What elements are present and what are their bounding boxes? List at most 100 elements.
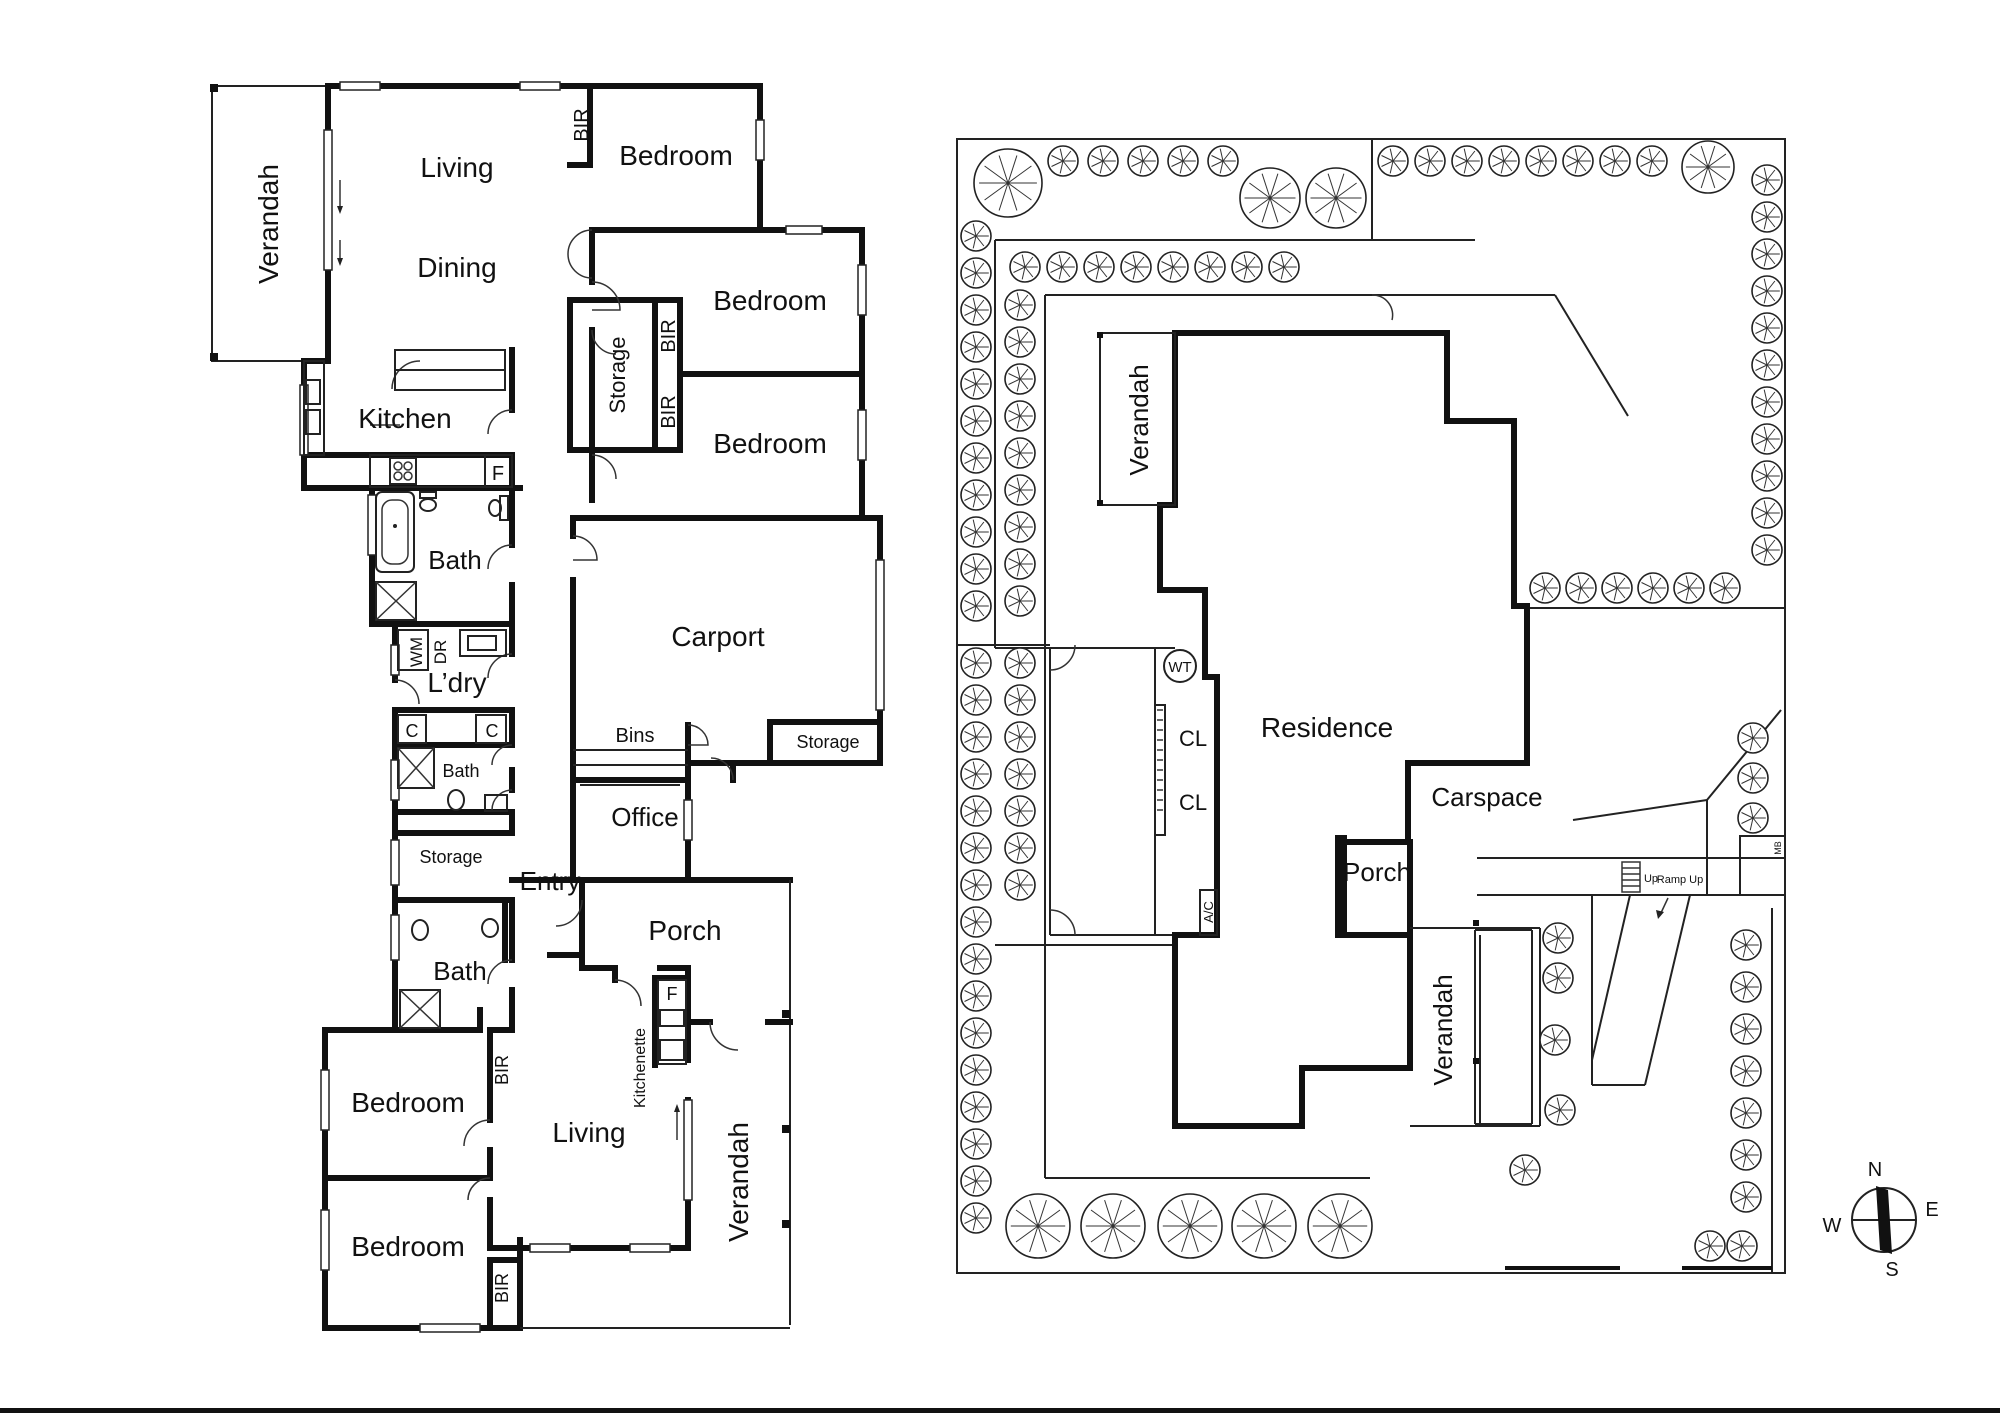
tree-icon <box>1562 145 1594 177</box>
tree-icon <box>1544 1094 1576 1126</box>
room-label-storage: Storage <box>796 732 859 752</box>
tree-icon <box>1737 722 1769 754</box>
room-label-storage: Storage <box>419 847 482 867</box>
tree-icon <box>973 148 1043 218</box>
tree-icon <box>1751 275 1783 307</box>
tree-icon <box>1087 145 1119 177</box>
room-label-dining: Dining <box>417 252 496 283</box>
site-labels: Verandah Residence WT CL CL A/C Carspace… <box>1124 364 1783 1085</box>
site-label-up: Up <box>1644 873 1658 885</box>
site-label-verandah: Verandah <box>1124 364 1154 475</box>
tree-icon <box>1751 497 1783 529</box>
verandah-bottom-area <box>1410 920 1541 1127</box>
compass-n: N <box>1868 1159 1882 1181</box>
tree-icon <box>1194 251 1226 283</box>
tree-icon <box>1730 1055 1762 1087</box>
tree-icon <box>1004 684 1036 716</box>
room-label-bedroom: Bedroom <box>351 1087 465 1118</box>
tree-icon <box>1737 762 1769 794</box>
site-lines <box>957 139 1786 1273</box>
room-label-fridge: F <box>667 984 678 1004</box>
tree-icon <box>960 684 992 716</box>
tree-icon <box>1542 962 1574 994</box>
tree-icon <box>1730 1097 1762 1129</box>
tree-icon <box>960 1202 992 1234</box>
site-plan: Verandah Residence WT CL CL A/C Carspace… <box>956 138 1786 1274</box>
room-label-bedroom: Bedroom <box>351 1231 465 1262</box>
floor-plan: Verandah Living Dining BIR Bedroom Bedro… <box>210 81 885 1333</box>
tree-icon <box>1004 511 1036 543</box>
site-label-verandah: Verandah <box>1428 974 1458 1085</box>
tree-icon <box>1539 1024 1571 1056</box>
tree-icon <box>960 1165 992 1197</box>
tree-icon <box>1730 971 1762 1003</box>
tree-icon <box>960 758 992 790</box>
tree-icon <box>960 647 992 679</box>
tree-icon <box>1046 251 1078 283</box>
tree-icon <box>1004 326 1036 358</box>
tree-icon <box>960 795 992 827</box>
tree-icon <box>1231 251 1263 283</box>
tree-icon <box>960 257 992 289</box>
tree-icon <box>1307 1193 1373 1259</box>
verandah-top-area <box>1097 332 1176 506</box>
tree-icon <box>1004 721 1036 753</box>
room-label-living: Living <box>552 1117 625 1148</box>
tree-icon <box>1451 145 1483 177</box>
room-label-bir: BIR <box>492 1055 512 1085</box>
tree-icon <box>1636 145 1668 177</box>
tree-icon <box>1673 572 1705 604</box>
room-label-entry: Entry <box>520 866 581 896</box>
tree-icon <box>1004 795 1036 827</box>
tree-icon <box>1730 1181 1762 1213</box>
tree-icon <box>1167 145 1199 177</box>
toilet-icon <box>447 789 465 811</box>
room-label-kitchen: Kitchen <box>358 403 451 434</box>
room-label-bath: Bath <box>433 956 487 986</box>
tree-icon <box>1004 474 1036 506</box>
room-label-office: Office <box>611 802 678 832</box>
tree-icon <box>960 1017 992 1049</box>
bottom-rule <box>0 1408 2000 1413</box>
tree-icon <box>960 906 992 938</box>
tree-icon <box>1004 548 1036 580</box>
tree-icon <box>1751 386 1783 418</box>
tree-icon <box>1127 145 1159 177</box>
tree-icon <box>1004 758 1036 790</box>
tree-icon <box>960 220 992 252</box>
tree-icon <box>1004 437 1036 469</box>
tree-icon <box>1751 460 1783 492</box>
tree-icon <box>1009 251 1041 283</box>
tree-icon <box>960 294 992 326</box>
site-label-ramp-up: Ramp Up <box>1657 874 1703 886</box>
site-label-cl: CL <box>1179 790 1207 815</box>
tree-icon <box>1529 572 1561 604</box>
tree-icon <box>1377 145 1409 177</box>
compass-needle-icon <box>1876 1186 1892 1254</box>
room-label-bath: Bath <box>442 761 479 781</box>
room-label-bedroom: Bedroom <box>713 428 827 459</box>
trees <box>960 140 1783 1262</box>
site-label-ac: A/C <box>1201 901 1216 923</box>
room-label-cupboard: C <box>406 721 419 741</box>
room-label-kitchenette: Kitchenette <box>632 1028 649 1108</box>
tree-icon <box>960 1128 992 1160</box>
bathtub-icon <box>375 491 415 573</box>
site-label-mb: MB <box>1773 841 1783 855</box>
tree-icon <box>1751 164 1783 196</box>
tree-icon <box>1709 572 1741 604</box>
basin-icon <box>488 495 509 521</box>
tree-icon <box>1601 572 1633 604</box>
tree-icon <box>960 405 992 437</box>
tree-icon <box>1120 251 1152 283</box>
tree-icon <box>1525 145 1557 177</box>
room-label-bath: Bath <box>428 545 482 575</box>
room-label-laundry: L’dry <box>427 667 486 698</box>
site-label-carspace: Carspace <box>1431 782 1542 812</box>
tree-icon <box>1157 1193 1223 1259</box>
tree-icon <box>960 721 992 753</box>
tree-icon <box>1004 647 1036 679</box>
tree-icon <box>1414 145 1446 177</box>
tree-icon <box>1681 140 1735 194</box>
